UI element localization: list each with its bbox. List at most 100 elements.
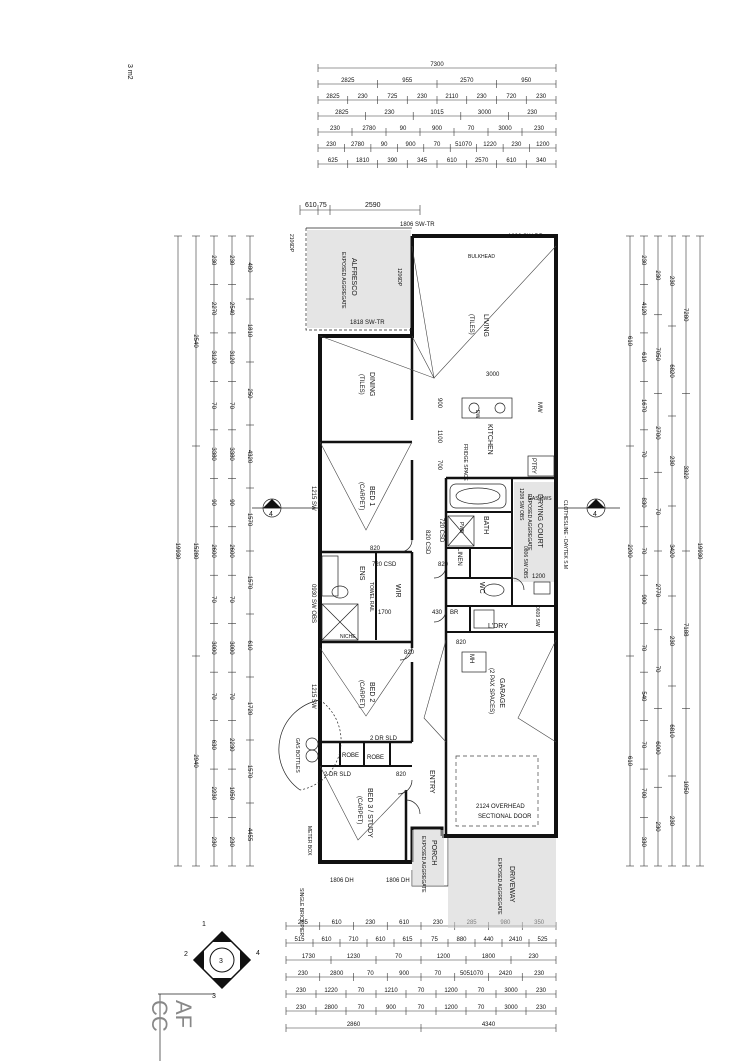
bed1-floor: (CARPET) [358, 482, 364, 510]
dimension-value: 70 [640, 548, 646, 555]
dimension-value: 6820 [668, 364, 674, 378]
drying-court-hatch [514, 482, 554, 582]
title-block: AF CC [147, 993, 214, 1061]
dimension-value: 2600 [210, 544, 216, 558]
dimension-value: 630 [210, 740, 216, 751]
dimension-value: 70 [435, 971, 442, 977]
dimension-value: 1200 [437, 954, 451, 960]
meter-box-label: METER BOX [306, 826, 312, 856]
dimension-value: 230 [210, 837, 216, 848]
dimension-value: 900 [406, 142, 417, 148]
dimension-value: 900 [399, 971, 410, 977]
opening-1806-dh-a: 1806 DH [330, 878, 354, 884]
compass-n2: 2 [184, 951, 188, 958]
garage-note: (2 PAX SPACES) [488, 668, 494, 714]
gas-hws-label: GAS HWS [528, 496, 552, 502]
bed1-label: BED 1 [368, 486, 375, 506]
right-dimension-strings: 1993072803322718810502306820230342023068… [626, 235, 704, 867]
dimension-value: 70 [468, 126, 475, 132]
alfresco-top-dims: 610 75 2590 [299, 202, 421, 215]
dimension-value: 1810 [246, 324, 252, 338]
garage-label: GARAGE [498, 678, 505, 708]
dimension-value: 2825 [341, 78, 355, 84]
dimension-value: 70 [640, 645, 646, 652]
dimension-value: 70 [434, 142, 441, 148]
dimension-value: 1800 [482, 954, 496, 960]
dimension-value: 230 [668, 276, 674, 287]
dimension-value: 230 [536, 988, 547, 994]
dimension-value: 70 [640, 742, 646, 749]
dimension-value: 700 [640, 788, 646, 799]
dimension-value: 710 [348, 937, 359, 943]
dim-75: 75 [319, 202, 327, 209]
dimension-value: 2570 [475, 158, 489, 164]
dimension-value: 3000 [504, 1005, 518, 1011]
dimension-value: 540 [640, 691, 646, 702]
dimension-value: 340 [536, 158, 547, 164]
single-brick-pier-label: SINGLE BRICK PIER [298, 888, 304, 936]
dimension-value: 4455 [246, 828, 252, 842]
dimension-value: 1200 [444, 988, 458, 994]
alfresco-hatch [307, 230, 411, 328]
dimension-value: 3322 [682, 466, 688, 480]
opening-820-csd: 820 CSD [424, 530, 430, 555]
dimension-value: 1050 [682, 781, 688, 795]
title-block-line2: CC [147, 1000, 172, 1032]
opening-0806: 0806 SW OBS [522, 546, 528, 579]
dimension-value: 230 [210, 255, 216, 266]
dining-floor: (TILES) [358, 374, 364, 395]
roof-lines [319, 245, 557, 841]
dimension-value: 230 [358, 94, 369, 100]
alfresco-note: EXPOSED AGGREGATE [340, 252, 346, 309]
dimension-value: 440 [483, 937, 494, 943]
dimension-value: 230 [668, 456, 674, 467]
dimension-value: 5051070 [460, 971, 484, 977]
opening-1806-dh-b: 1806 DH [386, 878, 410, 884]
dimension-value: 950 [521, 78, 532, 84]
towel-rail-label: TOWEL RAIL [368, 582, 374, 612]
dimension-value: 70 [210, 693, 216, 700]
mh-label: MH [468, 654, 474, 663]
dimension-value: 2770 [654, 584, 660, 598]
dimension-value: 2780 [362, 126, 376, 132]
dimension-value: 515 [294, 937, 305, 943]
opening-1206dp: 1206DP [396, 268, 402, 287]
bulkhead-label: BULKHEAD [468, 254, 495, 260]
dimension-value: 610 [375, 937, 386, 943]
dimension-value: 3000 [478, 110, 492, 116]
dimension-value: 1050 [228, 787, 234, 801]
room-labels: ALFRESCO EXPOSED AGGREGATE LIVING (TILES… [340, 252, 543, 915]
dimension-value: 230 [365, 920, 376, 926]
bed3-floor: (CARPET) [356, 796, 362, 824]
dimension-value: 230 [330, 126, 341, 132]
dimension-value: 1015 [430, 110, 444, 116]
dimension-value: 1810 [356, 158, 370, 164]
dimension-value: 2800 [324, 1005, 338, 1011]
dimension-value: 90 [381, 142, 388, 148]
section-right-number: 4 [593, 511, 597, 518]
dimension-value: 900 [432, 126, 443, 132]
dimension-value: 525 [537, 937, 548, 943]
wc-label: WC [478, 582, 485, 594]
dimension-value: 4340 [482, 1022, 496, 1028]
opening-1700: 1700 [378, 610, 392, 616]
dimension-value: 2800 [330, 971, 344, 977]
dimension-value: 3000 [210, 641, 216, 655]
opening-labels: 1806 SW-TR 1806 SW-DP 1818 SW-TR 1215 SW… [288, 222, 546, 884]
dw-label: DW [474, 410, 480, 419]
dimension-value: 880 [456, 937, 467, 943]
opening-820-d: 820 [396, 772, 407, 778]
dimension-value: 3000 [498, 126, 512, 132]
opening-1215-a: 1215 SW [310, 486, 316, 511]
opening-3000: 3000 [486, 372, 500, 378]
drying-court-note: EXPOSED AGGREGATE [526, 494, 532, 551]
dimension-value: 1220 [483, 142, 497, 148]
compass-n3: 3 [212, 993, 216, 1000]
dim-2590: 2590 [365, 202, 381, 209]
opening-sw-dp-top: 1806 SW-DP [508, 234, 543, 240]
opening-2106dp: 2106DP [288, 234, 294, 253]
dimension-value: 230 [228, 255, 234, 266]
dimension-value: 610 [321, 937, 332, 943]
dimension-value: 2700 [654, 426, 660, 440]
